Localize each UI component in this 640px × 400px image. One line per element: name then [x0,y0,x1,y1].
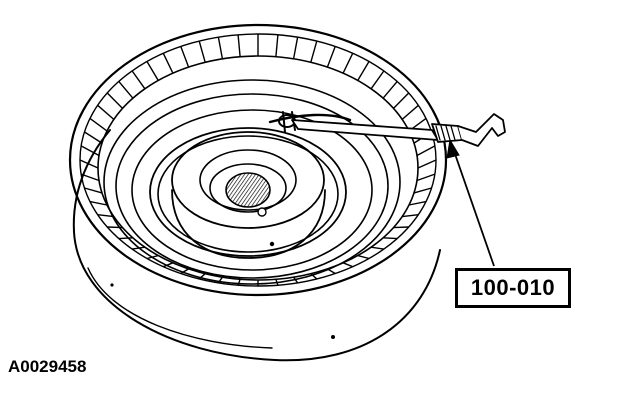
spline-tooth [84,187,103,194]
spline-tooth [393,92,410,109]
spline-tooth [79,159,99,169]
spline-tooth [217,37,224,59]
spline-tooth [163,262,174,268]
spline-tooth [237,34,241,57]
hub-oil-hole [257,207,267,217]
drum-surface-dot-1 [331,335,335,339]
spline-tooth [180,46,190,68]
figure-id-label: A0029458 [8,357,87,376]
spline-tooth [118,80,134,99]
spline-tooth [326,46,336,68]
spline-tooth [357,254,370,260]
hub-side [171,189,326,259]
drum-bottom-rim [87,267,273,349]
hub-small-hole [269,241,275,247]
spline-tooth [89,200,108,206]
spline-tooth [310,40,318,63]
spline-tooth [146,61,159,81]
spline-tooth [342,262,353,268]
spline-tooth [275,34,279,57]
tool-handle-hatch [435,125,456,141]
spline-tooth [413,187,432,194]
spline-tooth [342,52,354,74]
spline-tooth [198,40,206,63]
tool-callout-box: 100-010 [455,268,571,308]
spline-tooth [89,117,108,132]
hub-bore-edge [209,163,287,213]
hub-spline-bore [225,172,271,208]
hub-top-inner [199,149,297,211]
spline-tooth [357,61,370,81]
spline-tooth [106,92,123,109]
spline-tooth [97,214,114,218]
spline-tooth [416,173,436,182]
hub-top-outer [171,131,325,229]
drum-surface-dot-2 [110,283,114,287]
spline-tooth [80,173,100,182]
piston-ring-4 [149,127,347,257]
piston-ring-3 [131,109,373,271]
tool-number-label: 100-010 [470,275,556,300]
spline-tooth [84,131,103,144]
spline-tooth [383,237,398,240]
drum-outer-ring [68,23,448,297]
piston-ring-outer [103,79,401,285]
tool-shaft [291,119,439,141]
spline-tooth [80,145,100,157]
spline-tooth [416,145,436,157]
spline-tooth [118,237,133,240]
drum-spline-inner [97,55,419,281]
drum-outer-body [73,231,441,362]
spline-tooth [292,37,299,59]
spline-tooth [382,80,398,99]
spline-tooth [370,246,385,250]
spline-tooth [370,70,385,90]
spline-tooth [417,159,437,169]
piston-ring-5 [157,135,339,253]
spline-tooth [131,70,146,90]
spline-tooth [408,200,427,206]
spline-tooth [162,52,174,74]
piston-ring-2 [115,93,389,279]
callout-leader [454,153,495,267]
tool-bent-tip [457,113,506,147]
spline-tooth [401,104,419,120]
drum-spline-teeth [79,34,437,286]
callout-arrowhead [446,138,460,159]
spline-tooth [97,104,115,120]
spline-tooth [402,214,419,218]
spline-tooth [393,226,409,229]
